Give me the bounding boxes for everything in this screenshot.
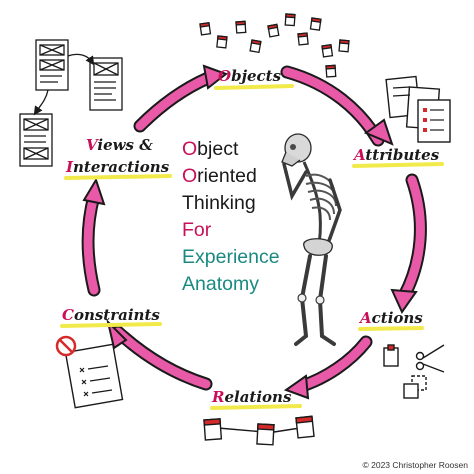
wireframe-screen-2 — [89, 57, 123, 111]
arm-left — [282, 162, 308, 201]
copy-icon — [403, 375, 427, 399]
center-title: Object Oriented Thinking For Experience … — [182, 136, 280, 298]
skeleton-illustration — [281, 133, 342, 346]
wireframe-screen-1 — [35, 39, 69, 91]
arrow-attributes-to-actions — [390, 173, 427, 315]
pelvis — [303, 238, 333, 256]
node-views-line-1: Views & — [86, 136, 153, 154]
skull — [281, 133, 312, 167]
node-attributes: Attributes — [352, 146, 440, 164]
arrow-actions-to-relations — [283, 335, 373, 400]
node-constraints: Constraints — [62, 306, 160, 324]
node-actions: Actions — [358, 309, 423, 327]
arrow-constraints-to-views — [81, 177, 106, 297]
title-line-oriented: Oriented — [182, 165, 257, 187]
copyright-notice: © 2023 Christopher Roosen — [362, 460, 469, 470]
title-line-thinking: Thinking — [182, 192, 256, 214]
title-line-for: For — [182, 219, 212, 241]
arrow-objects-to-attributes — [280, 65, 394, 147]
arrow-views-to-objects — [133, 64, 229, 133]
title-line-object: Object — [182, 138, 239, 160]
label-highlights — [60, 84, 444, 410]
node-relations: Relations — [211, 388, 292, 406]
node-views-line-2: Interactions — [65, 158, 170, 176]
cycle-arrows — [81, 64, 427, 400]
objects-cards-illustration — [199, 13, 350, 78]
scissors-icon — [415, 344, 445, 373]
prohibited-icon — [55, 335, 77, 357]
attributes-documents-illustration — [385, 75, 451, 143]
relations-linked-cards-illustration — [203, 415, 315, 446]
clipboard-icon — [383, 344, 399, 367]
title-line-anatomy: Anatomy — [182, 273, 259, 295]
views-wireframes-illustration — [19, 39, 123, 167]
arrow-relations-to-constraints — [106, 318, 213, 391]
wireframe-screen-3 — [19, 113, 53, 167]
constraints-checklist-illustration — [55, 335, 124, 409]
node-labels: Objects Attributes Actions Relations Con… — [62, 67, 440, 406]
actions-tools-illustration — [383, 344, 445, 399]
title-line-experience: Experience — [182, 246, 280, 268]
node-objects: Objects — [218, 67, 282, 85]
